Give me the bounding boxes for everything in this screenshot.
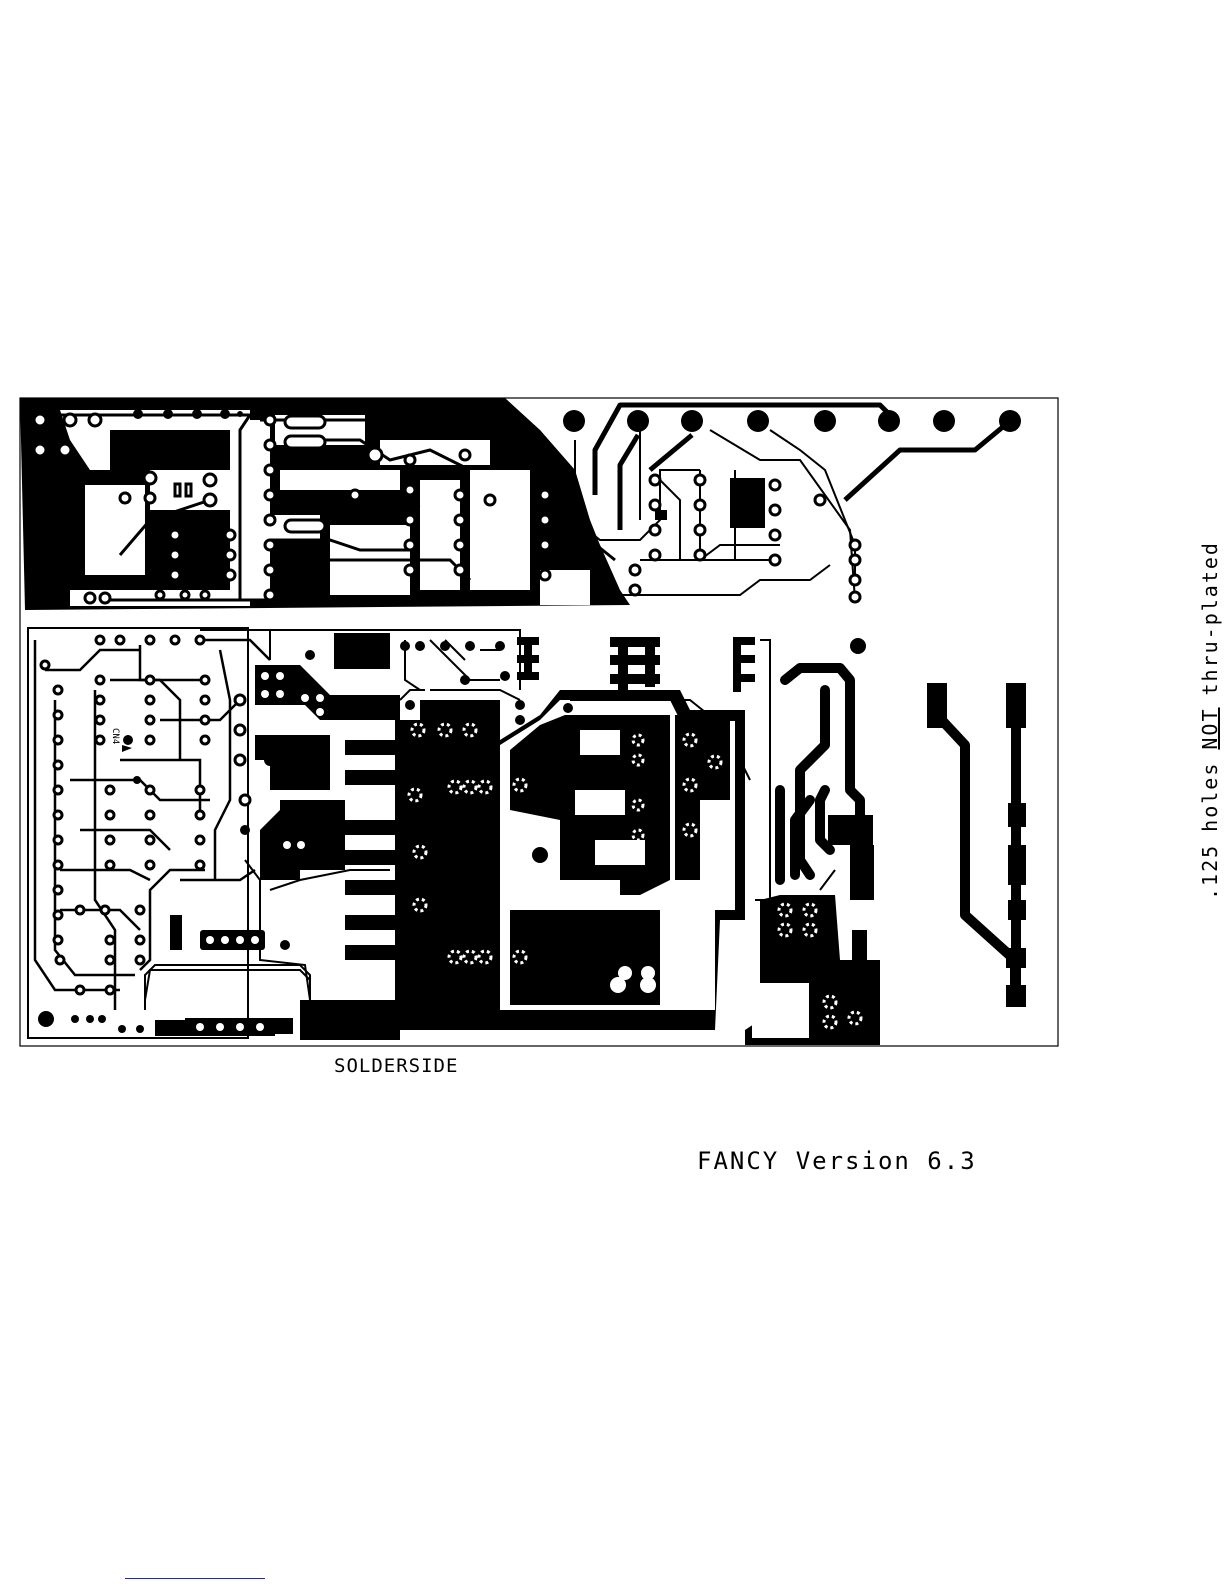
top-right-black-blocks xyxy=(655,478,765,528)
bottom-pour-outline xyxy=(145,965,310,1018)
drill-note-prefix: .125 xyxy=(1198,844,1222,900)
drill-note: .125 holes NOT thru-plated xyxy=(1198,541,1222,900)
drill-note-word: holes xyxy=(1198,762,1222,832)
board-title: SOLDERSIDE xyxy=(334,1055,458,1077)
drill-note-suffix: thru-plated xyxy=(1198,541,1222,695)
top-right-connector-pads xyxy=(563,410,1021,432)
top-right-fine-traces xyxy=(575,430,855,600)
footer-link-underline[interactable] xyxy=(125,1578,265,1579)
cn4-label: CN4 xyxy=(110,728,120,744)
cn4-arrow xyxy=(122,745,132,752)
version-text: FANCY Version 6.3 xyxy=(697,1147,977,1175)
drill-note-emphasis: NOT xyxy=(1198,707,1222,749)
right-power-traces xyxy=(780,668,860,880)
center-left-pour xyxy=(255,633,400,960)
